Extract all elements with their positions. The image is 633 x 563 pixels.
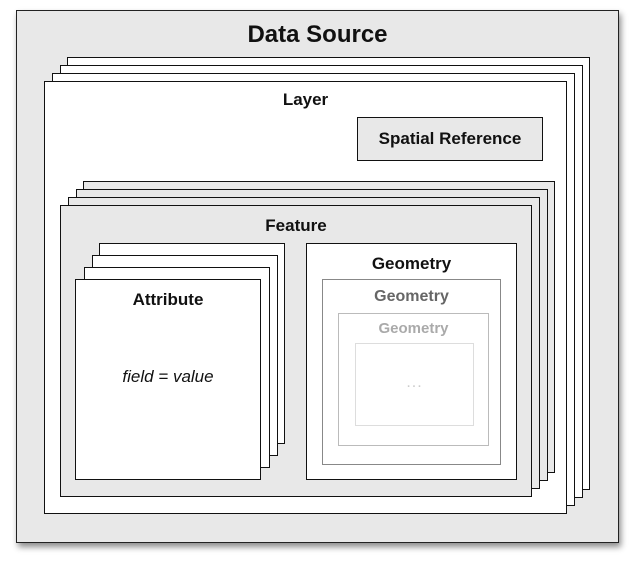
feature-title: Feature (265, 216, 327, 235)
more-geometry-ellipsis: ... (406, 374, 423, 391)
attribute-box: Attribute field = value (75, 279, 261, 480)
layer-title: Layer (282, 90, 329, 109)
nested-geometry-title-2: Geometry (378, 320, 449, 337)
attribute-title: Attribute (132, 290, 204, 309)
data-source-title: Data Source (247, 21, 388, 48)
spatial-reference-label: Spatial Reference (378, 129, 522, 148)
geometry-title: Geometry (371, 254, 452, 273)
spatial-reference-box: Spatial Reference (357, 117, 543, 161)
attribute-field-value: field = value (122, 367, 214, 386)
nested-geometry-box-3: ... (355, 343, 474, 426)
nested-geometry-title: Geometry (374, 288, 449, 305)
